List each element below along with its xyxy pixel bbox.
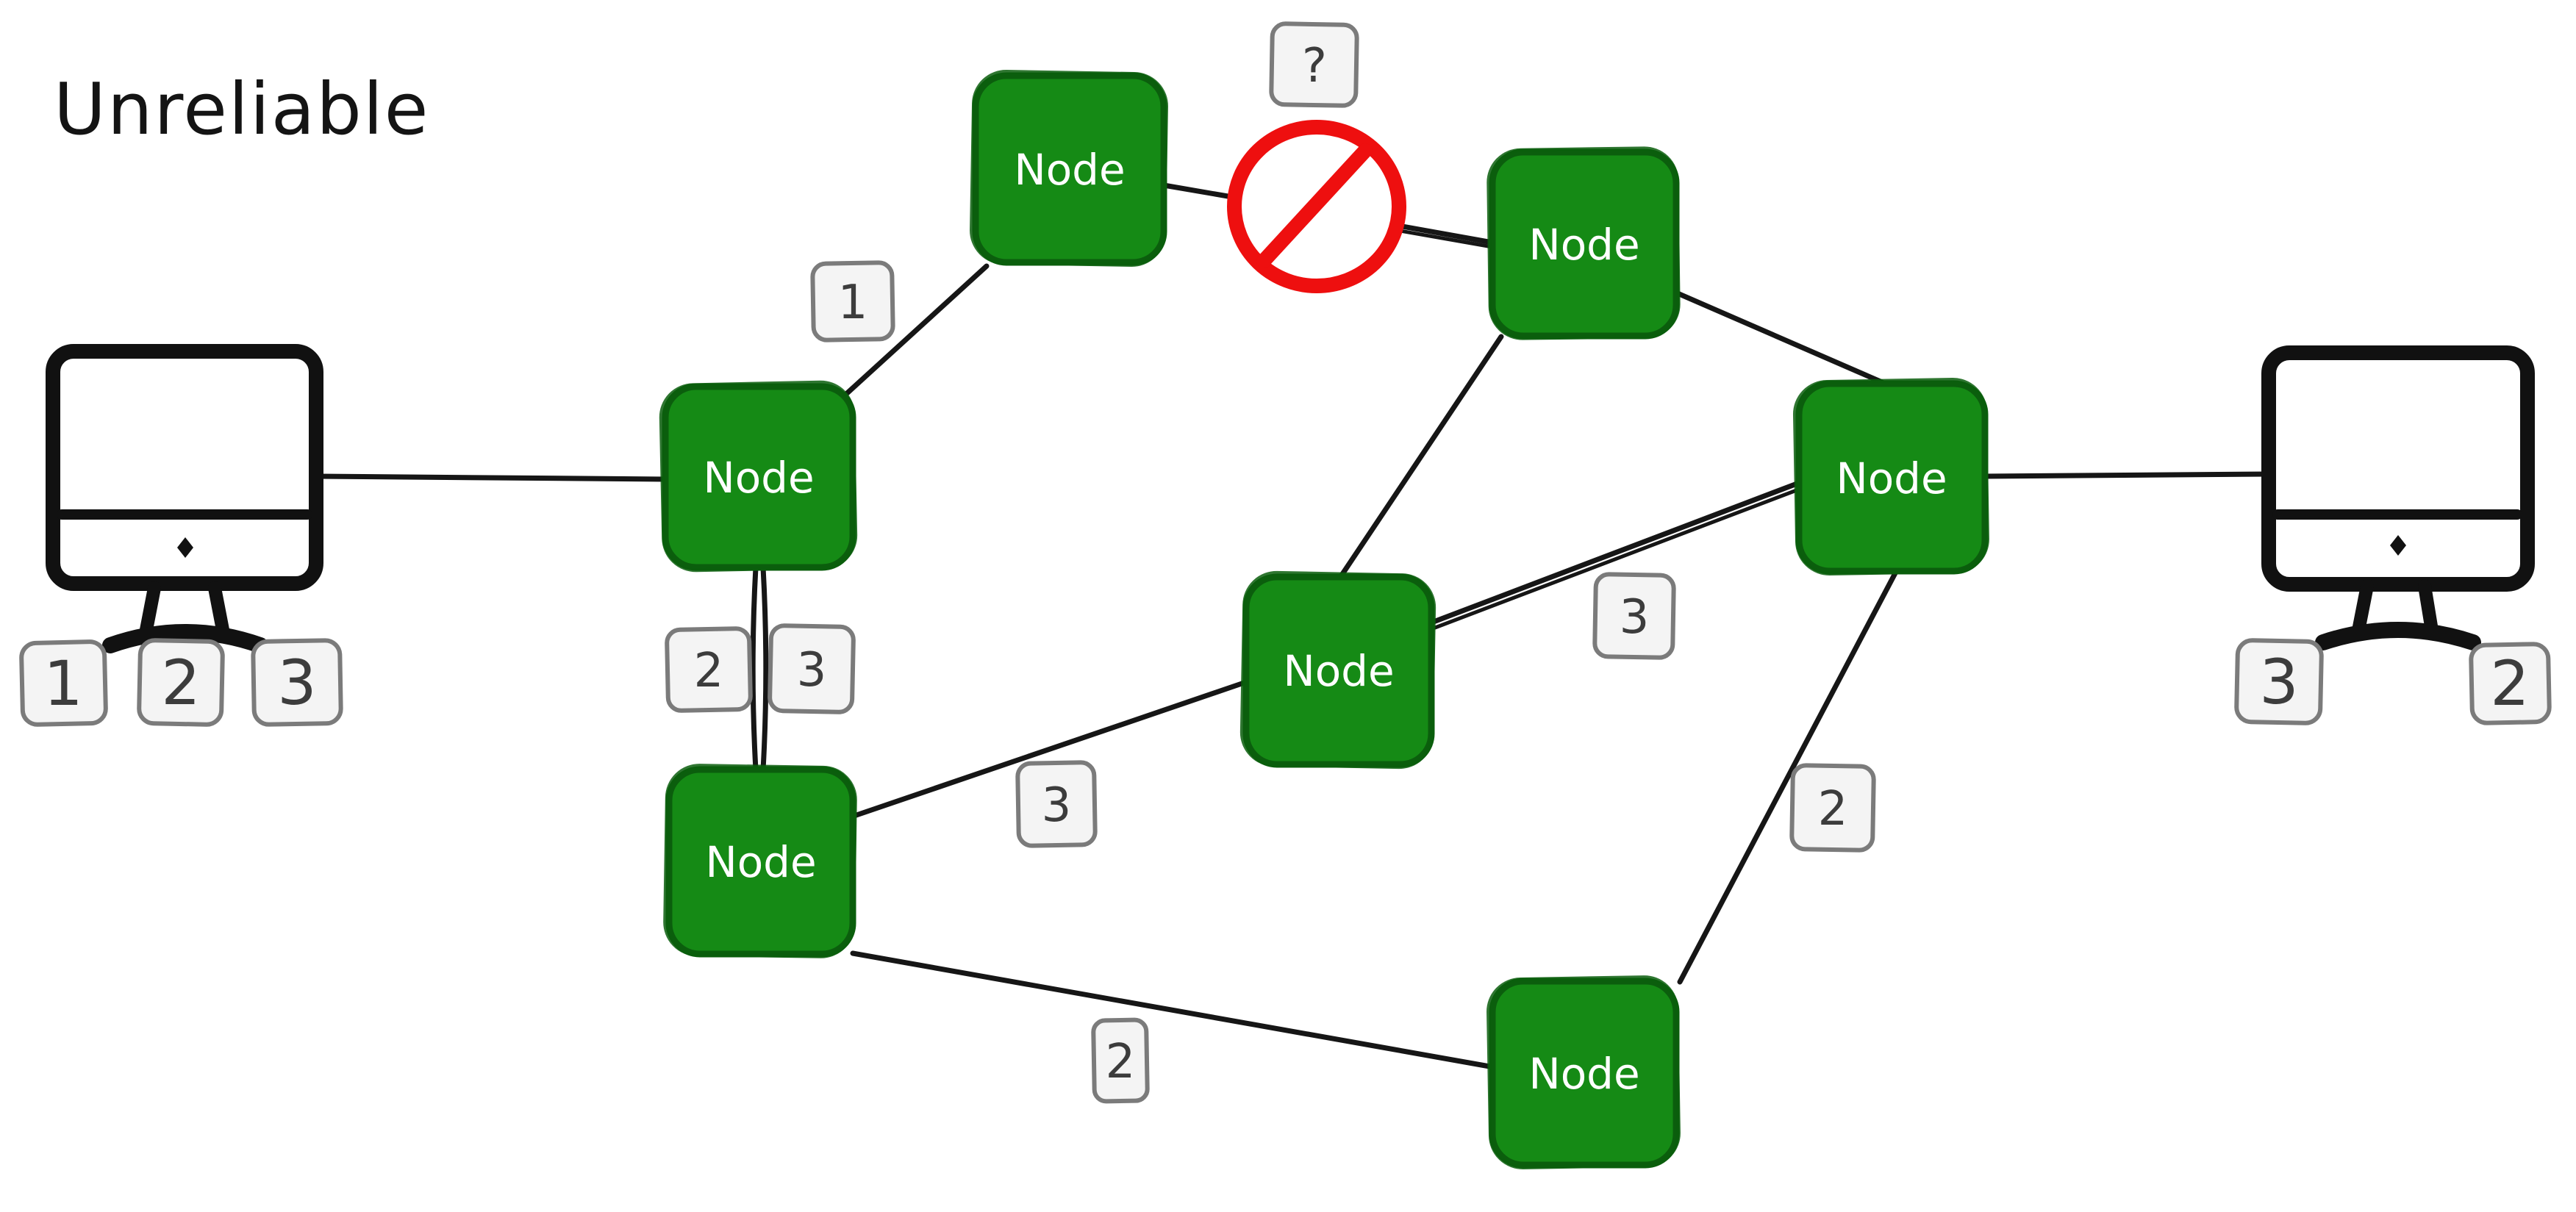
packet-number: 3 bbox=[277, 647, 316, 719]
packet-box bbox=[2234, 638, 2324, 725]
blocked-connection-sign bbox=[1227, 120, 1406, 293]
edge-middle-node-to-right-node bbox=[1431, 480, 1802, 625]
node-top: Node bbox=[970, 69, 1169, 267]
node-label: Node bbox=[705, 837, 816, 887]
edge-label-box bbox=[1269, 21, 1359, 108]
node-left: Node bbox=[659, 380, 858, 573]
right-monitor-stand-leg bbox=[2418, 579, 2439, 637]
edge-label-2-right: 2 bbox=[1789, 763, 1876, 853]
edge-left-computer-to-left-node bbox=[315, 473, 668, 482]
edge-middle-node-to-right-node-resketch bbox=[1433, 487, 1803, 630]
edge-label-text: ? bbox=[1302, 39, 1327, 93]
edge-label-box bbox=[665, 626, 753, 713]
edge-label-2-bottom: 2 bbox=[1091, 1017, 1150, 1104]
right-monitor-stand-base bbox=[2315, 622, 2481, 650]
left-monitor-stand-leg bbox=[139, 581, 161, 640]
node-box-sketch-outline bbox=[1486, 146, 1681, 340]
packet-number: 2 bbox=[161, 647, 200, 719]
edge-label-box bbox=[1091, 1017, 1150, 1104]
packet-box bbox=[137, 638, 225, 727]
right-monitor-stand-leg bbox=[2352, 579, 2374, 637]
edge-top-node-to-blocked-sign bbox=[1161, 182, 1235, 200]
left-packet-3: 3 bbox=[251, 638, 343, 727]
left-packet-2: 2 bbox=[137, 638, 225, 727]
edge-label-text: 2 bbox=[694, 644, 724, 698]
packet-number: 1 bbox=[43, 648, 82, 720]
node-right: Node bbox=[1792, 378, 1989, 575]
left-computer-icon bbox=[46, 344, 323, 653]
node-box-sketch-outline bbox=[659, 380, 858, 573]
node-label: Node bbox=[1528, 1049, 1639, 1099]
packet-box bbox=[19, 639, 108, 727]
left-packet-1: 1 bbox=[19, 639, 108, 727]
right-monitor-frame bbox=[2261, 345, 2535, 592]
edge-label-3-right: 3 bbox=[1592, 572, 1676, 660]
edge-left-node-to-bottom-left-node-b bbox=[760, 564, 769, 772]
node-bottom-right: Node bbox=[1486, 975, 1681, 1169]
diagram-title: Unreliable bbox=[54, 68, 429, 151]
node-bottom-left: Node bbox=[663, 764, 857, 958]
edge-label-1: 1 bbox=[810, 260, 895, 343]
edge-label-text: 2 bbox=[1818, 782, 1848, 836]
edge-label-text: 2 bbox=[1106, 1035, 1136, 1089]
edge-label-text: 3 bbox=[797, 643, 827, 698]
packet-number: 3 bbox=[2259, 646, 2298, 718]
node-box-sketch-outline bbox=[1239, 570, 1437, 770]
packet-box bbox=[2469, 642, 2552, 725]
right-computer-icon bbox=[2261, 345, 2535, 650]
edge-bottom-right-node-to-right-node bbox=[1677, 567, 1900, 985]
right-monitor-logo-icon bbox=[2390, 535, 2406, 556]
edge-blocked-sign-to-top-right-node bbox=[1391, 222, 1495, 245]
edge-right-node-to-right-computer bbox=[1982, 471, 2272, 479]
right-packet-2: 2 bbox=[2469, 642, 2552, 725]
edge-bottom-left-node-to-bottom-right-node bbox=[850, 950, 1497, 1070]
left-monitor-logo-icon bbox=[177, 537, 193, 558]
edge-label-box bbox=[1015, 760, 1098, 848]
node-box-sketch-outline bbox=[1486, 975, 1681, 1169]
edge-label-text: 1 bbox=[838, 276, 868, 330]
edge-bottom-left-node-to-middle-node bbox=[851, 679, 1249, 819]
packet-number: 2 bbox=[2490, 648, 2529, 720]
left-monitor-frame bbox=[46, 344, 323, 591]
edge-label-2-left: 2 bbox=[665, 626, 753, 713]
edge-label-text: 3 bbox=[1620, 590, 1650, 645]
node-box-sketch-outline bbox=[1792, 378, 1989, 575]
edge-blocked-sign-to-top-right-node-resketch bbox=[1389, 227, 1495, 249]
packet-box bbox=[251, 638, 343, 727]
node-label: Node bbox=[1014, 145, 1125, 195]
node-label: Node bbox=[703, 453, 814, 503]
edge-top-right-node-to-middle-node bbox=[1337, 334, 1504, 581]
edge-left-node-to-top-node bbox=[842, 263, 990, 398]
node-label: Node bbox=[1836, 453, 1947, 503]
edge-label-3-middle: 3 bbox=[1015, 760, 1098, 848]
node-box-sketch-outline bbox=[970, 69, 1169, 267]
edge-label-text: 3 bbox=[1042, 778, 1072, 833]
edge-left-node-to-bottom-left-node-a bbox=[750, 564, 759, 772]
edges bbox=[315, 182, 2272, 1070]
edge-label-box bbox=[810, 260, 895, 343]
edge-label-box bbox=[768, 623, 856, 714]
edge-label-box bbox=[1789, 763, 1876, 853]
node-box-sketch-outline bbox=[663, 764, 857, 958]
left-monitor-stand-leg bbox=[208, 581, 230, 640]
no-entry-slash-icon bbox=[1256, 143, 1373, 268]
node-middle: Node bbox=[1239, 570, 1437, 770]
node-label: Node bbox=[1283, 646, 1394, 696]
edge-top-right-node-to-right-node bbox=[1670, 288, 1885, 385]
right-packet-3: 3 bbox=[2234, 638, 2324, 725]
node-label: Node bbox=[1528, 220, 1639, 270]
left-monitor-stand-base bbox=[102, 624, 268, 653]
edge-label-blocked: ? bbox=[1269, 21, 1359, 108]
edge-label-3-left: 3 bbox=[768, 623, 856, 714]
edge-label-box bbox=[1592, 572, 1676, 660]
node-top-right: Node bbox=[1486, 146, 1681, 340]
